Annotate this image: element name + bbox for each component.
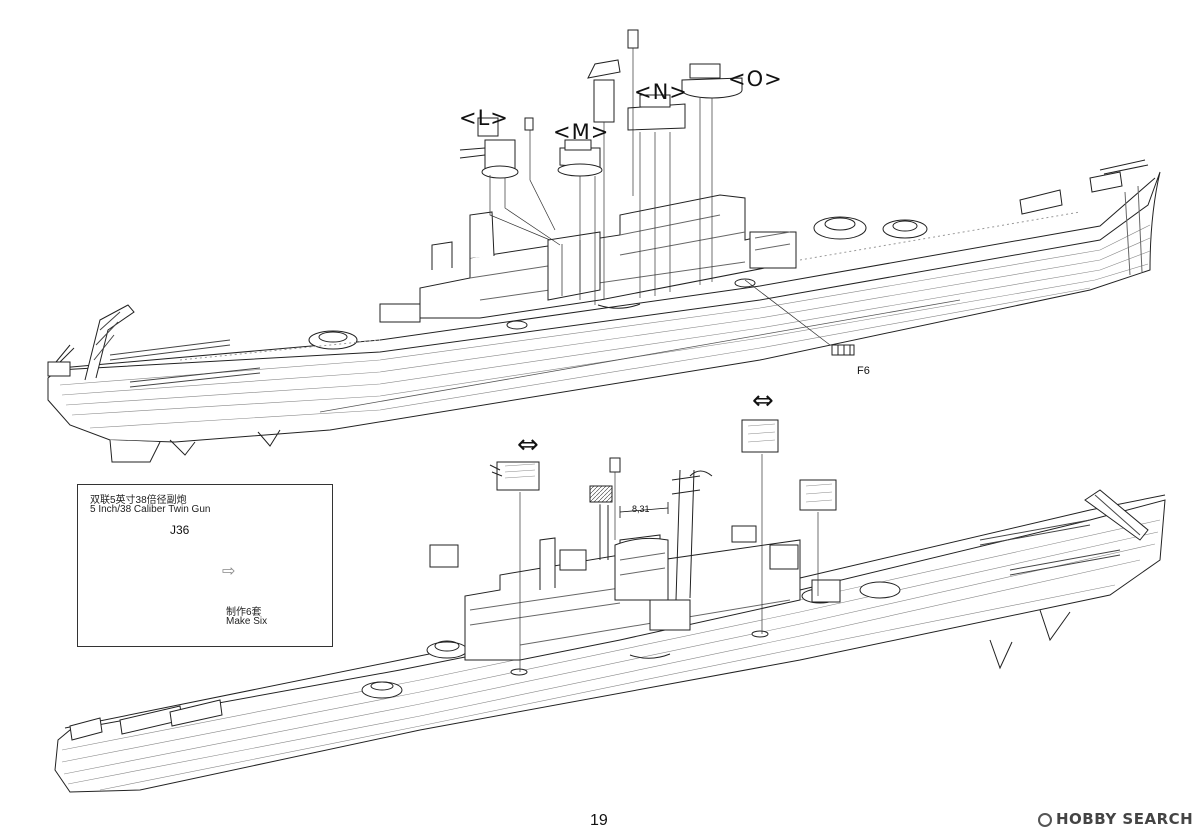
inset-arrow-icon: ⇨ [222,561,236,580]
watermark-logo-icon [1038,813,1052,827]
inset-make-zh: 制作6套 [226,607,262,618]
exploded-gun-right-top [741,419,779,453]
subassembly-L [459,117,519,179]
exploded-gun-left [489,461,540,491]
inset-part-J36: J36 [170,523,190,537]
subassembly-O [681,63,743,99]
label-subassembly-N: <N> [634,80,688,104]
inset-title-zh: 双联5英寸38倍径副炮 [90,495,187,506]
upper-hull [47,171,1161,443]
label-subassembly-M: <M> [553,120,610,144]
exploded-gun-right-mid [799,479,837,511]
subassembly-M [557,139,603,177]
inset-make-en: Make Six [226,616,268,627]
part-F6 [831,344,855,356]
part-label-F6: F6 [857,365,870,377]
inset-title-en: 5 Inch/38 Caliber Twin Gun [90,504,211,515]
inset-panel: 双联5英寸38倍径副炮 5 Inch/38 Caliber Twin Gun J… [77,484,333,647]
label-subassembly-O: <O> [728,67,783,91]
watermark: HOBBY SEARCH [1038,810,1193,828]
watermark-text: HOBBY SEARCH [1056,810,1194,828]
label-subassembly-L: <L> [459,106,509,130]
subassembly-N [627,94,686,131]
lower-ship-view [54,419,1166,793]
upper-ship-view [47,29,1161,463]
swap-arrow-left-icon: ⇔ [517,430,539,460]
director-part [587,59,621,123]
dimension-label: 8,31 [632,504,650,514]
swap-arrow-right-icon: ⇔ [752,386,774,416]
page-number: 19 [590,812,608,829]
